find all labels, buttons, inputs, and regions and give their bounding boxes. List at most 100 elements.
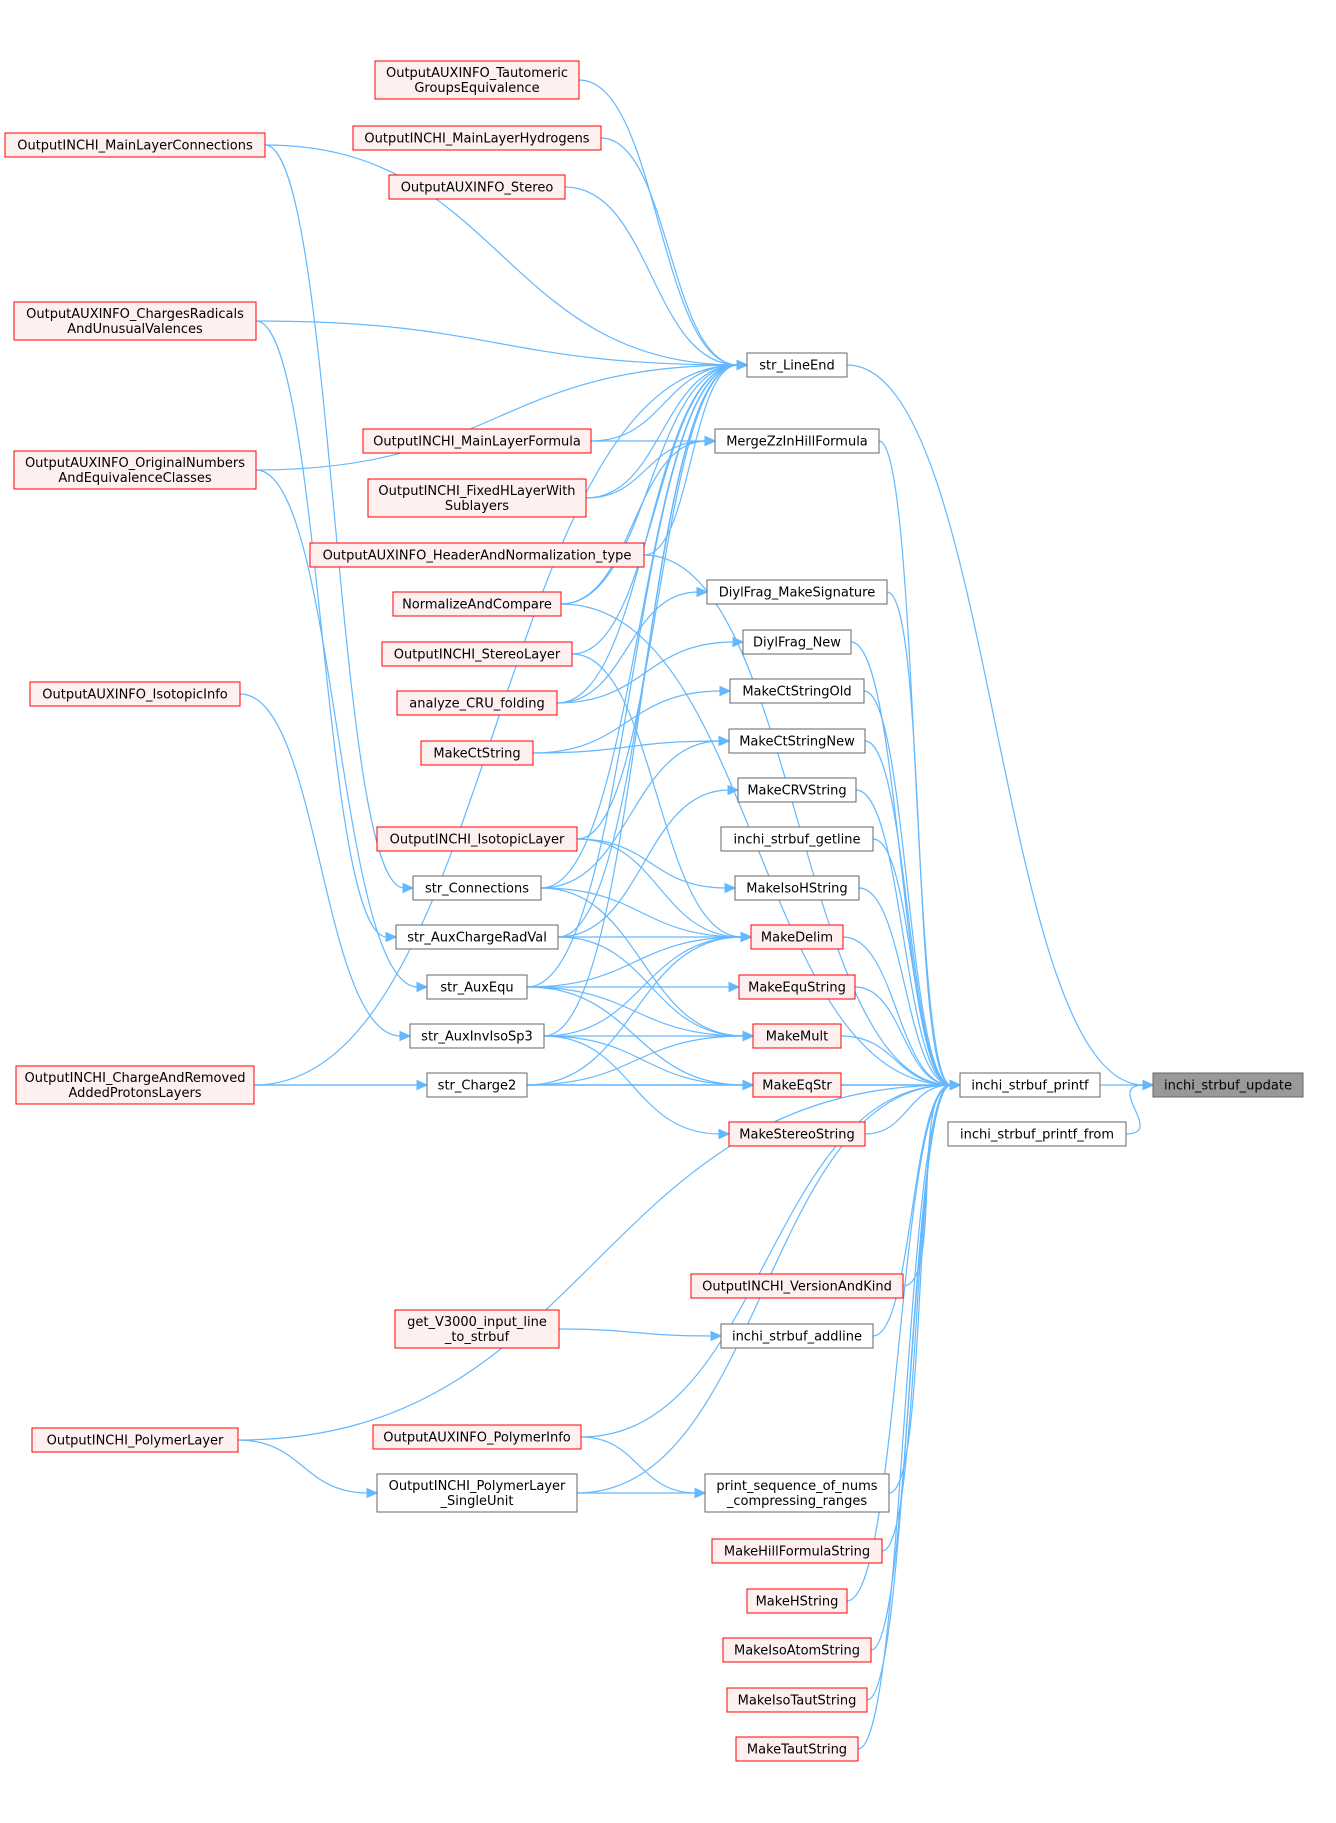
- node-NormalizeAndCompare[interactable]: NormalizeAndCompare: [392, 591, 562, 617]
- node-OutputAUXINFO_ChargesRadicalsAndUnusualValences[interactable]: OutputAUXINFO_ChargesRadicalsAndUnusualV…: [13, 301, 257, 341]
- node-str_AuxEqu[interactable]: str_AuxEqu: [426, 974, 528, 1000]
- node-label: OutputINCHI_MainLayerFormula: [373, 435, 581, 450]
- edge-line: [571, 653, 743, 938]
- edge-OutputAUXINFO_ChargesRadicalsAndUnusualValences-to-str_LineEnd: [255, 320, 749, 371]
- node-MergeZzInHillFormula[interactable]: MergeZzInHillFormula: [714, 428, 880, 454]
- node-print_sequence[interactable]: print_sequence_of_nums_compressing_range…: [704, 1473, 890, 1513]
- node-OutputINCHI_PolymerLayer_SingleUnit[interactable]: OutputINCHI_PolymerLayer_SingleUnit: [376, 1473, 578, 1513]
- edge-line: [643, 364, 739, 556]
- edge-arrowhead: [740, 931, 753, 943]
- edge-line: [872, 1084, 952, 1337]
- node-str_LineEnd[interactable]: str_LineEnd: [746, 352, 848, 378]
- node-inchi_strbuf_getline[interactable]: inchi_strbuf_getline: [720, 826, 874, 852]
- node-DiylFrag_MakeSignature[interactable]: DiylFrag_MakeSignature: [706, 579, 888, 605]
- edge-OutputINCHI_PolymerLayer-to-OutputINCHI_PolymerLayer_SingleUnit: [237, 1439, 379, 1499]
- edge-line: [872, 838, 952, 1086]
- edge-line: [526, 986, 745, 1086]
- node-analyze_CRU_folding[interactable]: analyze_CRU_folding: [396, 690, 558, 716]
- edge-arrowhead: [736, 359, 749, 371]
- node-box: [376, 826, 578, 852]
- node-MakeIsoHString[interactable]: MakeIsoHString: [734, 875, 860, 901]
- node-box: [711, 1538, 883, 1564]
- node-get_V3000_input_line_to_strbuf[interactable]: get_V3000_input_line_to_strbuf: [394, 1309, 560, 1349]
- node-MakeIsoTautString[interactable]: MakeIsoTautString: [726, 1687, 868, 1713]
- node-MakeDelim[interactable]: MakeDelim: [750, 924, 844, 950]
- edge-OutputINCHI_MainLayerHydrogens-to-str_LineEnd: [600, 137, 749, 371]
- node-inchi_strbuf_update[interactable]: inchi_strbuf_update: [1152, 1072, 1304, 1098]
- edge-MergeZzInHillFormula-to-inchi_strbuf_printf: [878, 440, 962, 1091]
- node-OutputAUXINFO_TautomericGroupsEquivalence[interactable]: OutputAUXINFO_TautomericGroupsEquivalenc…: [374, 60, 580, 100]
- node-OutputINCHI_ChargeAndRemovedAddedProtonsLayers[interactable]: OutputINCHI_ChargeAndRemovedAddedProtons…: [15, 1065, 255, 1105]
- node-label: print_sequence_of_nums: [716, 1479, 877, 1494]
- node-MakeIsoAtomString[interactable]: MakeIsoAtomString: [722, 1637, 872, 1663]
- edge-arrowhead: [1142, 1079, 1155, 1091]
- node-OutputAUXINFO_HeaderAndNormalization_type[interactable]: OutputAUXINFO_HeaderAndNormalization_typ…: [309, 542, 645, 568]
- node-MakeTautString[interactable]: MakeTautString: [735, 1736, 859, 1762]
- node-box: [734, 875, 860, 901]
- edge-line: [600, 137, 739, 366]
- node-MakeEquString[interactable]: MakeEquString: [738, 974, 856, 1000]
- node-MakeMult[interactable]: MakeMult: [752, 1023, 842, 1049]
- edge-line: [864, 1084, 952, 1135]
- edge-line: [526, 936, 743, 988]
- edge-line: [858, 887, 952, 1086]
- node-OutputINCHI_MainLayerHydrogens[interactable]: OutputINCHI_MainLayerHydrogens: [352, 125, 602, 151]
- node-label: OutputAUXINFO_IsotopicInfo: [42, 688, 228, 703]
- node-box: [426, 974, 528, 1000]
- node-box: [367, 478, 587, 518]
- node-OutputINCHI_IsotopicLayer[interactable]: OutputINCHI_IsotopicLayer: [376, 826, 578, 852]
- node-str_AuxChargeRadVal[interactable]: str_AuxChargeRadVal: [395, 924, 559, 950]
- edge-line: [863, 690, 952, 1086]
- edge-get_V3000_input_line_to_strbuf-to-inchi_strbuf_addline: [558, 1328, 723, 1342]
- node-OutputAUXINFO_Stereo[interactable]: OutputAUXINFO_Stereo: [388, 174, 566, 200]
- edge-line: [580, 1084, 952, 1438]
- node-inchi_strbuf_printf_from[interactable]: inchi_strbuf_printf_from: [947, 1121, 1127, 1147]
- node-MakeCtStringOld[interactable]: MakeCtStringOld: [729, 678, 865, 704]
- edge-OutputINCHI_FixedHLayerWithSublayers-to-MergeZzInHillFormula: [585, 435, 717, 499]
- node-OutputAUXINFO_IsotopicInfo[interactable]: OutputAUXINFO_IsotopicInfo: [29, 681, 241, 707]
- node-box: [426, 1072, 528, 1098]
- node-box: [309, 542, 645, 568]
- node-box: [690, 1273, 904, 1299]
- edge-OutputINCHI_ChargeAndRemovedAddedProtonsLayers-to-str_LineEnd: [253, 359, 749, 1086]
- node-label: OutputAUXINFO_Tautomeric: [386, 66, 568, 81]
- node-MakeHillFormulaString[interactable]: MakeHillFormulaString: [711, 1538, 883, 1564]
- node-OutputAUXINFO_OriginalNumbersAndEquivalenceClasses[interactable]: OutputAUXINFO_OriginalNumbersAndEquivale…: [13, 450, 257, 490]
- node-str_AuxInvIsoSp3[interactable]: str_AuxInvIsoSp3: [409, 1023, 545, 1049]
- edge-OutputINCHI_PolymerLayer_SingleUnit-to-print_sequence: [577, 1487, 707, 1499]
- node-label: str_AuxChargeRadVal: [407, 931, 547, 946]
- node-OutputINCHI_VersionAndKind[interactable]: OutputINCHI_VersionAndKind: [690, 1273, 904, 1299]
- edge-line: [237, 1439, 369, 1494]
- node-box: [752, 1072, 842, 1098]
- node-inchi_strbuf_printf[interactable]: inchi_strbuf_printf: [959, 1072, 1101, 1098]
- node-DiylFrag_New[interactable]: DiylFrag_New: [742, 629, 852, 655]
- node-str_Charge2[interactable]: str_Charge2: [426, 1072, 528, 1098]
- edge-MakeCtStringOld-to-inchi_strbuf_printf: [863, 690, 962, 1091]
- node-MakeCtString[interactable]: MakeCtString: [420, 740, 534, 766]
- node-label: str_Charge2: [438, 1079, 517, 1094]
- edge-OutputAUXINFO_TautomericGroupsEquivalence-to-str_LineEnd: [578, 79, 749, 371]
- edge-arrowhead: [718, 735, 731, 747]
- node-box: [31, 1427, 239, 1453]
- node-MakeCRVString[interactable]: MakeCRVString: [737, 777, 857, 803]
- node-label: MakeEqStr: [762, 1079, 832, 1094]
- node-OutputINCHI_PolymerLayer[interactable]: OutputINCHI_PolymerLayer: [31, 1427, 239, 1453]
- node-OutputINCHI_MainLayerConnections[interactable]: OutputINCHI_MainLayerConnections: [4, 132, 266, 158]
- node-MakeEqStr[interactable]: MakeEqStr: [752, 1072, 842, 1098]
- edge-str_AuxEqu-to-MakeDelim: [526, 931, 753, 988]
- node-OutputAUXINFO_PolymerInfo[interactable]: OutputAUXINFO_PolymerInfo: [372, 1424, 582, 1450]
- node-MakeStereoString[interactable]: MakeStereoString: [728, 1121, 866, 1147]
- node-MakeCtStringNew[interactable]: MakeCtStringNew: [728, 728, 866, 754]
- node-OutputINCHI_MainLayerFormula[interactable]: OutputINCHI_MainLayerFormula: [362, 428, 592, 454]
- node-inchi_strbuf_addline[interactable]: inchi_strbuf_addline: [720, 1323, 874, 1349]
- node-str_Connections[interactable]: str_Connections: [412, 875, 542, 901]
- node-OutputINCHI_StereoLayer[interactable]: OutputINCHI_StereoLayer: [381, 641, 573, 667]
- node-box: [15, 1065, 255, 1105]
- node-label: DiylFrag_MakeSignature: [719, 586, 875, 601]
- node-label: MakeCtStringOld: [742, 685, 851, 700]
- node-label: MakeEquString: [748, 981, 846, 996]
- node-MakeHString[interactable]: MakeHString: [746, 1588, 848, 1614]
- edge-arrowhead: [366, 1487, 379, 1499]
- edge-line: [864, 740, 952, 1086]
